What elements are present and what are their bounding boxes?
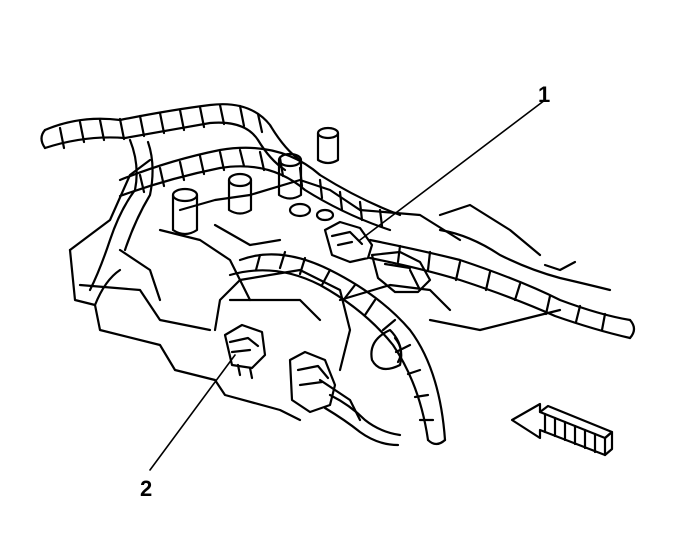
wiring-harness-upper: [40, 103, 402, 292]
connector-1: [323, 220, 432, 294]
callout-number-2: 2: [140, 476, 153, 501]
intake-manifold: [68, 158, 562, 422]
leader-line-2: [149, 354, 236, 471]
injector-bosses: [171, 126, 340, 236]
lower-connector: [288, 350, 402, 447]
wiring-harness-right: [368, 203, 636, 340]
leader-line-1: [359, 99, 546, 241]
connector-2: [223, 323, 267, 380]
wiring-harness-loop: [228, 250, 447, 446]
view-direction-arrow: [510, 402, 614, 457]
callout-number-1: 1: [538, 82, 551, 107]
